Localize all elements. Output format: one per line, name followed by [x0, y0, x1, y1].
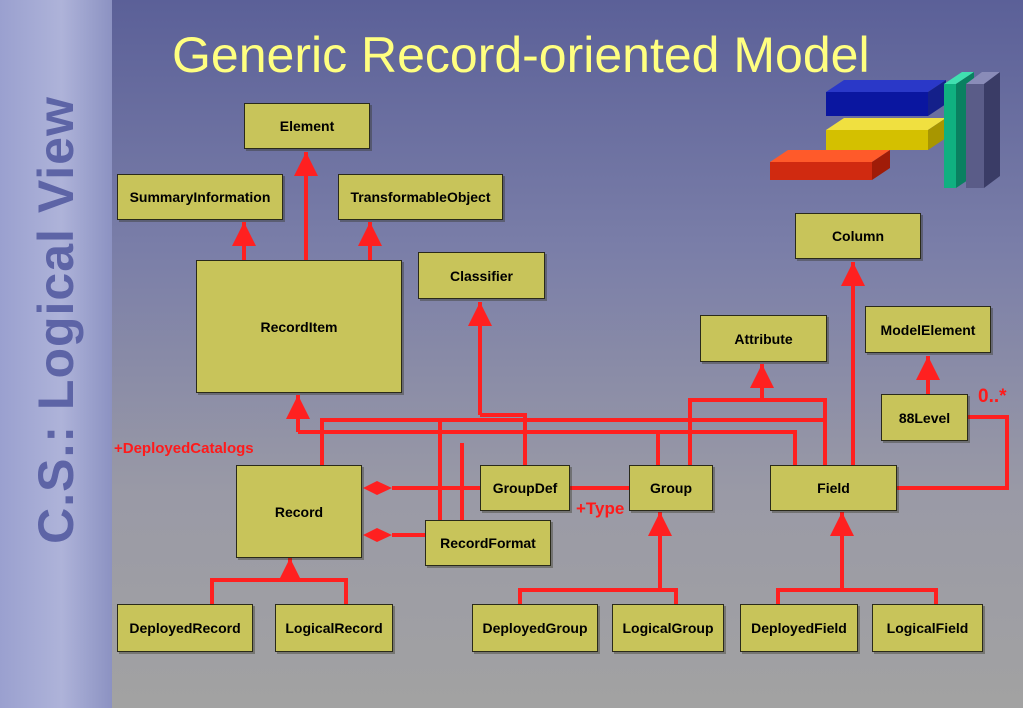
- stacked-bars-logo-icon: [770, 72, 1000, 188]
- column-box: Column: [795, 213, 921, 259]
- record-label: Record: [274, 503, 324, 520]
- record-item-label: RecordItem: [260, 319, 338, 335]
- deployed-group-label: DeployedGroup: [482, 620, 588, 636]
- element-box: Element: [244, 103, 370, 149]
- group-def-box: GroupDef: [480, 465, 570, 511]
- level88-box: 88Level: [881, 394, 968, 441]
- logical-field-label: LogicalField: [886, 620, 969, 636]
- logical-field-box: LogicalField: [872, 604, 983, 652]
- logical-group-box: LogicalGroup: [612, 604, 724, 652]
- deployed-field-box: DeployedField: [740, 604, 858, 652]
- type-label: +Type: [576, 499, 625, 518]
- transformable-object-label: TransformableObject: [350, 189, 491, 205]
- attribute-box: Attribute: [700, 315, 827, 362]
- element-label: Element: [279, 118, 335, 134]
- level88-label: 88Level: [898, 409, 951, 426]
- record-box: Record: [236, 465, 362, 558]
- logical-group-label: LogicalGroup: [622, 620, 714, 636]
- group-def-label: GroupDef: [492, 480, 558, 496]
- record-format-label: RecordFormat: [440, 535, 536, 551]
- deployed-record-label: DeployedRecord: [129, 620, 241, 636]
- multiplicity-label: 0..*: [978, 386, 1007, 407]
- deployed-group-box: DeployedGroup: [472, 604, 598, 652]
- group-label: Group: [650, 480, 692, 496]
- field-box: Field: [770, 465, 897, 511]
- column-label: Column: [831, 228, 885, 244]
- page-title: Generic Record-oriented Model: [172, 27, 870, 83]
- transformable-object-box: TransformableObject: [338, 174, 503, 220]
- logical-record-label: LogicalRecord: [285, 620, 383, 636]
- deployed-field-label: DeployedField: [751, 620, 847, 636]
- model-element-label: ModelElement: [880, 321, 976, 338]
- summary-information-label: SummaryInformation: [129, 189, 271, 205]
- group-box: Group: [629, 465, 713, 511]
- model-element-box: ModelElement: [865, 306, 991, 353]
- record-format-box: RecordFormat: [425, 520, 551, 566]
- sidebar: C.S.: Logical View: [0, 0, 112, 708]
- logical-record-box: LogicalRecord: [275, 604, 393, 652]
- deployed-catalogs-label: +DeployedCatalogs: [114, 440, 254, 457]
- summary-information-box: SummaryInformation: [117, 174, 283, 220]
- deployed-record-box: DeployedRecord: [117, 604, 253, 652]
- attribute-label: Attribute: [734, 330, 793, 347]
- record-item-box: RecordItem: [196, 260, 402, 393]
- classifier-box: Classifier: [418, 252, 545, 299]
- field-label: Field: [817, 480, 850, 496]
- classifier-label: Classifier: [449, 267, 514, 284]
